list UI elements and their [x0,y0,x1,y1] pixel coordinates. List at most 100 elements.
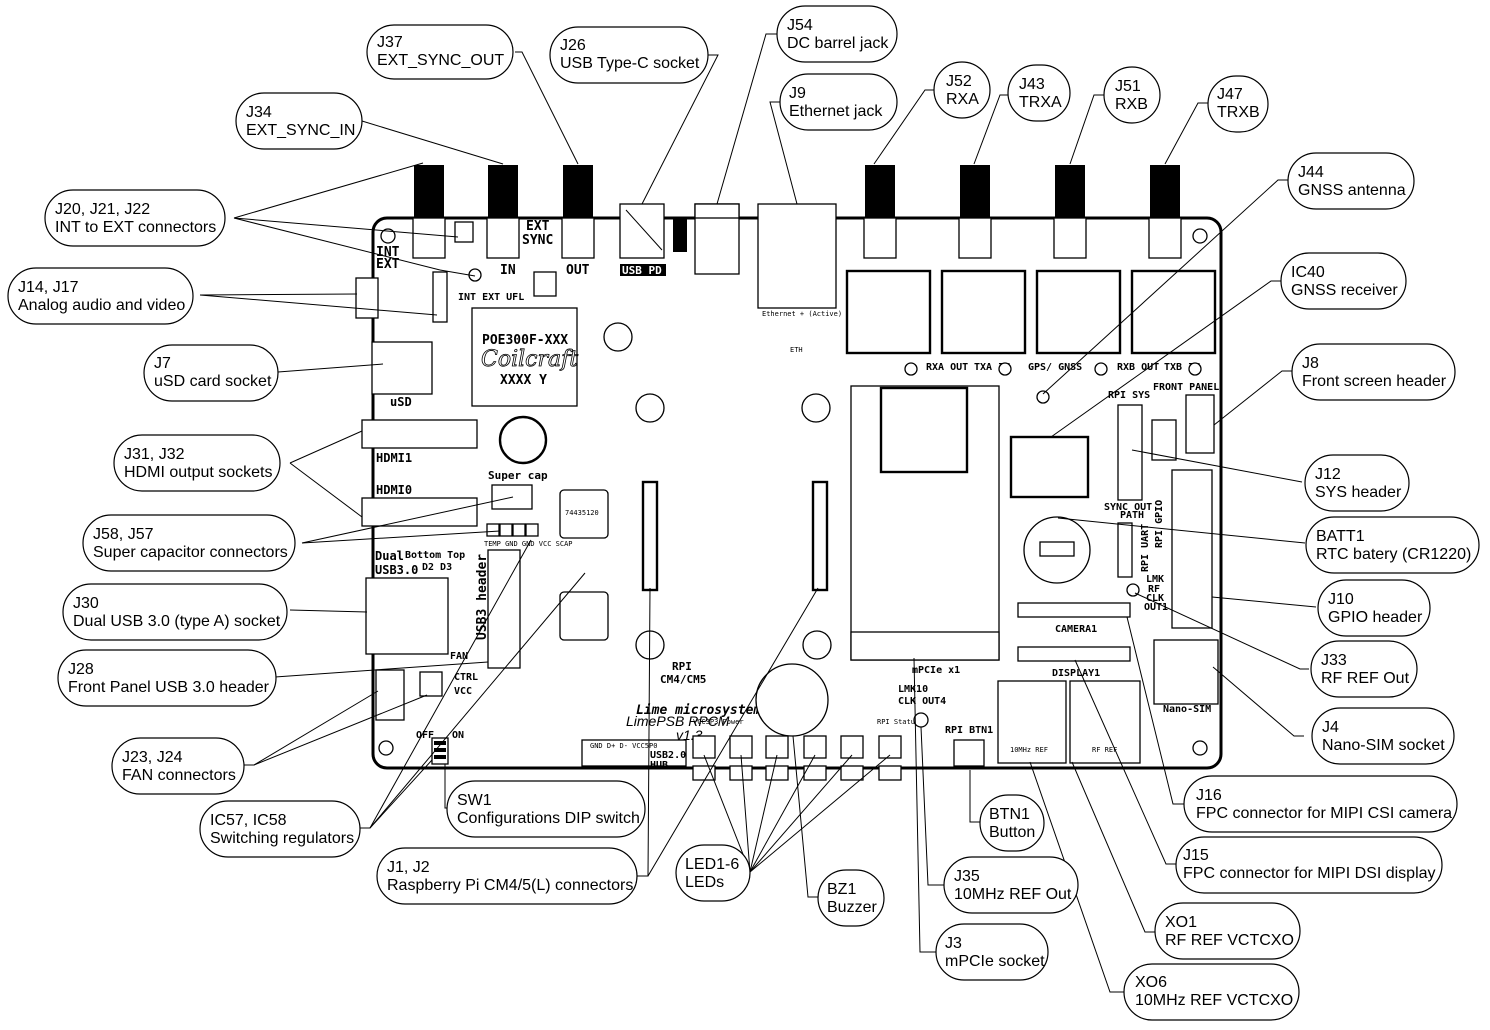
callout-xo6: XO6 10MHz REF VCTCXO [1123,963,1300,1021]
callout-j7: J7 uSD card socket [143,344,279,402]
callout-j44: J44 GNSS antenna [1287,152,1415,210]
rpi-gpio-label: RPI GPIO [1154,500,1165,548]
fan-label: FAN [450,651,468,662]
callout-desc: Dual USB 3.0 (type A) socket [73,613,281,630]
callout-desc: Switching regulators [210,830,354,847]
clk-out4-label: CLK OUT4 [898,696,946,707]
callout-j31-j32: J31, J32 HDMI output sockets [113,434,281,492]
callout-desc: RXB [1115,96,1148,113]
brand-logo: Lime microsystems [636,703,769,718]
callout-desc: Configurations DIP switch [457,810,640,827]
hub-label: HUB [650,760,668,771]
display1-label: DISPLAY1 [1052,668,1100,679]
sma-connector-j52 [863,165,897,259]
callout-id: J8 [1302,355,1319,372]
callouts: J37 EXT_SYNC_OUT J26 USB Type-C socket J… [7,5,1480,1021]
callout-j4: J4 Nano-SIM socket [1311,707,1455,765]
callout-desc: Front screen header [1302,373,1447,390]
callout-desc: uSD card socket [154,373,272,390]
callout-id: BTN1 [989,806,1030,823]
callout-desc: RF REF Out [1321,670,1410,687]
int-ext-ufl-label: INT EXT UFL [458,292,524,303]
vdc-ext-jumper [533,271,557,297]
gps-gnss-label: GPS/ GNSS [1028,362,1082,373]
path-label: PATH [1120,510,1144,521]
callout-id: J1, J2 [387,859,430,876]
super-capacitor [498,415,548,465]
mounting-hole [1192,740,1208,756]
callout-j26: J26 USB Type-C socket [549,26,709,84]
lmk10-label: LMK10 [898,684,928,695]
callout-desc: TRXA [1019,94,1062,111]
poe-module: POE300F-XXX Coilcraft XXXX Y [471,307,579,407]
nano-sim-label: Nano-SIM [1163,704,1211,715]
sma-connector-j34 [486,165,520,259]
button-btn1 [953,739,985,767]
callout-desc: SYS header [1315,484,1402,501]
rpi-status-label: RPI Status [877,718,919,726]
callout-j8: J8 Front screen header [1291,343,1456,401]
callout-desc: RF REF VCTCXO [1165,932,1294,949]
callout-j54: J54 DC barrel jack [776,5,898,63]
callout-j37: J37 EXT_SYNC_OUT [366,24,514,80]
sma-connector-j37 [561,165,595,259]
usb30-label: USB3.0 [375,563,418,577]
cm4-cm5-label: CM4/CM5 [660,673,706,686]
sync-out-label: SYNC OUT [1104,502,1152,513]
callout-id: J10 [1328,591,1354,608]
callout-id: J30 [73,595,99,612]
leader-lines [199,33,1317,993]
callout-desc: Button [989,824,1035,841]
sma-connector-j51 [1053,165,1087,259]
lmk-label: LMK [1146,574,1164,585]
callout-j52: J52 RXA [933,61,991,119]
callout-id: J37 [377,34,403,51]
xo6-oscillator [997,680,1067,764]
callout-j16: J16 FPC connector for MIPI CSI camera [1183,775,1458,833]
dc-barrel-jack [694,203,740,275]
callout-ic57-ic58: IC57, IC58 Switching regulators [199,800,361,858]
callout-id: BATT1 [1316,528,1365,545]
mounting-standoff [801,393,831,423]
mpcie-socket: mPCIe x1 [850,385,1000,676]
callout-j9: J9 Ethernet jack [779,73,898,131]
eth-label: ETH [790,346,803,354]
rpi-cm-connector-j1 [641,480,659,592]
camera1-label: CAMERA1 [1055,624,1097,635]
callout-desc: LEDs [685,874,724,891]
mounting-standoff [802,630,832,660]
callout-btn1: BTN1 Button [979,794,1045,852]
mounting-hole [1192,228,1208,244]
hdmi1-label: HDMI1 [376,451,412,465]
inductor [559,591,609,641]
callout-desc: RXA [946,91,979,108]
callout-sw1: SW1 Configurations DIP switch [446,780,646,838]
usb3-header-label: USB3 header [475,554,490,640]
in-label: IN [500,263,516,278]
audio-video-jack [355,271,448,323]
usd-label: uSD [390,395,412,409]
callout-id: J51 [1115,78,1141,95]
gnss-antenna-connector [1036,390,1050,404]
rpi-uart-label: RPI UART [1140,524,1151,572]
ethernet-jack: Ethernet + (Active) PoE ETH [757,203,859,354]
callout-id: J33 [1321,652,1347,669]
callout-desc: DC barrel jack [787,35,889,52]
super-cap-label: Super cap [488,469,548,482]
fan-connector-j24 [419,671,443,697]
callout-id: J26 [560,37,586,54]
inductor-label: 74435120 [565,509,599,517]
callout-j43: J43 TRXA [1007,64,1071,122]
callout-id: XO1 [1165,914,1197,931]
led-row [692,735,902,781]
hdmi-socket-0: HDMI0 [361,483,478,527]
ctrl-label: CTRL [454,672,478,683]
xo1-oscillator [1069,680,1141,764]
poe-brand-label: Coilcraft [481,347,578,372]
mounting-hole [380,228,396,244]
callout-id: J58, J57 [93,526,154,543]
callout-j47: J47 TRXB [1207,75,1269,133]
dual-label: Dual [375,549,404,563]
callout-led1-6: LED1-6 LEDs [675,844,751,902]
